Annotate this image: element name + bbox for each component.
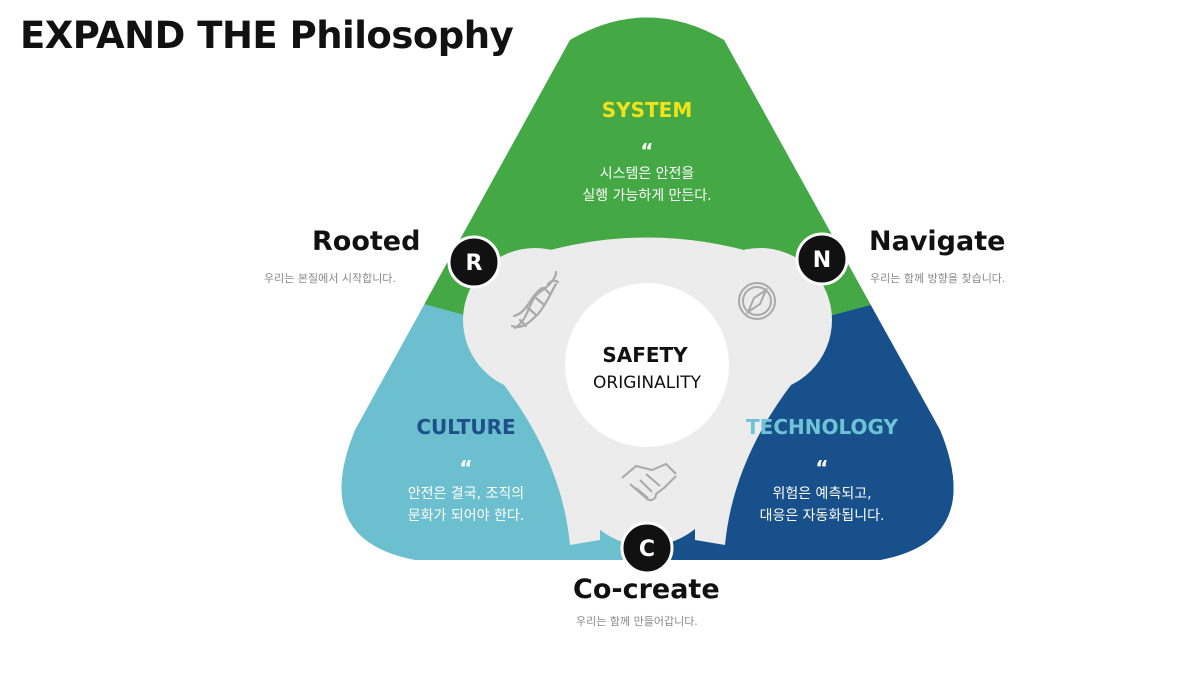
dna-icon bbox=[510, 270, 560, 330]
compass-icon bbox=[738, 282, 776, 320]
page-title: EXPAND THE Philosophy bbox=[20, 14, 514, 57]
system-title: SYSTEM bbox=[602, 98, 693, 122]
technology-line1: 위험은 예측되고, bbox=[772, 486, 871, 502]
system-line1: 시스템은 안전을 bbox=[600, 166, 695, 182]
rooted-label: Rooted bbox=[312, 226, 421, 257]
cocreate-label: Co-create bbox=[573, 574, 720, 605]
cocreate-letter: C bbox=[639, 537, 655, 562]
rooted-node bbox=[447, 235, 501, 289]
rooted-sub: 우리는 본질에서 시작합니다. bbox=[264, 272, 396, 285]
culture-line2: 문화가 되어야 한다. bbox=[408, 508, 524, 524]
navigate-letter: N bbox=[813, 248, 831, 273]
center-circle bbox=[565, 283, 729, 447]
culture-title: CULTURE bbox=[416, 415, 515, 439]
culture-quote: “ bbox=[459, 456, 472, 480]
technology-title: TECHNOLOGY bbox=[746, 415, 898, 439]
center-line2: ORIGINALITY bbox=[593, 373, 702, 393]
culture-line1: 안전은 결국, 조직의 bbox=[408, 486, 524, 502]
navigate-label: Navigate bbox=[869, 226, 1006, 257]
handshake-icon bbox=[621, 463, 677, 502]
cocreate-sub: 우리는 함께 만들어갑니다. bbox=[576, 615, 698, 628]
technology-line2: 대응은 자동화됩니다. bbox=[760, 508, 885, 524]
system-line2: 실행 가능하게 만든다. bbox=[582, 188, 711, 204]
system-quote: “ bbox=[640, 139, 653, 163]
navigate-sub: 우리는 함께 방향을 찾습니다. bbox=[870, 272, 1006, 285]
center-line1: SAFETY bbox=[602, 343, 688, 367]
cocreate-node bbox=[620, 521, 674, 575]
rooted-letter: R bbox=[466, 251, 483, 276]
technology-quote: “ bbox=[815, 456, 828, 480]
navigate-node bbox=[795, 232, 849, 286]
